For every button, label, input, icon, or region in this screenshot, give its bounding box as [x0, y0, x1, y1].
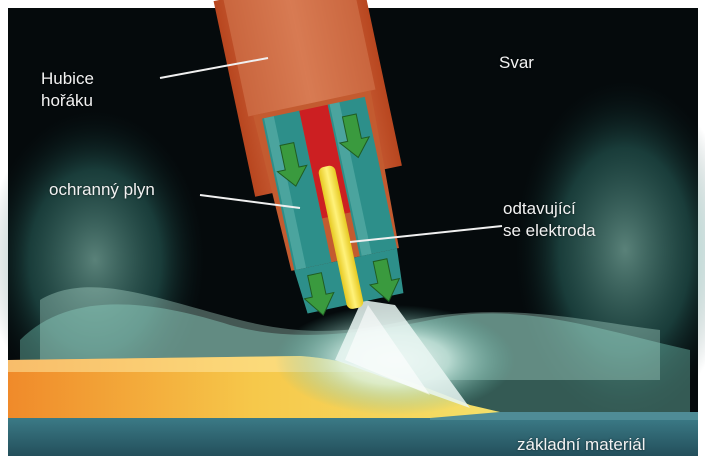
label-electrode: odtavující se elektroda	[503, 198, 596, 242]
label-shielding-gas: ochranný plyn	[49, 179, 155, 201]
label-weld: Svar	[499, 52, 534, 74]
label-torch-nozzle: Hubice hořáku	[41, 68, 94, 112]
label-base-material: základní materiál	[517, 434, 646, 456]
